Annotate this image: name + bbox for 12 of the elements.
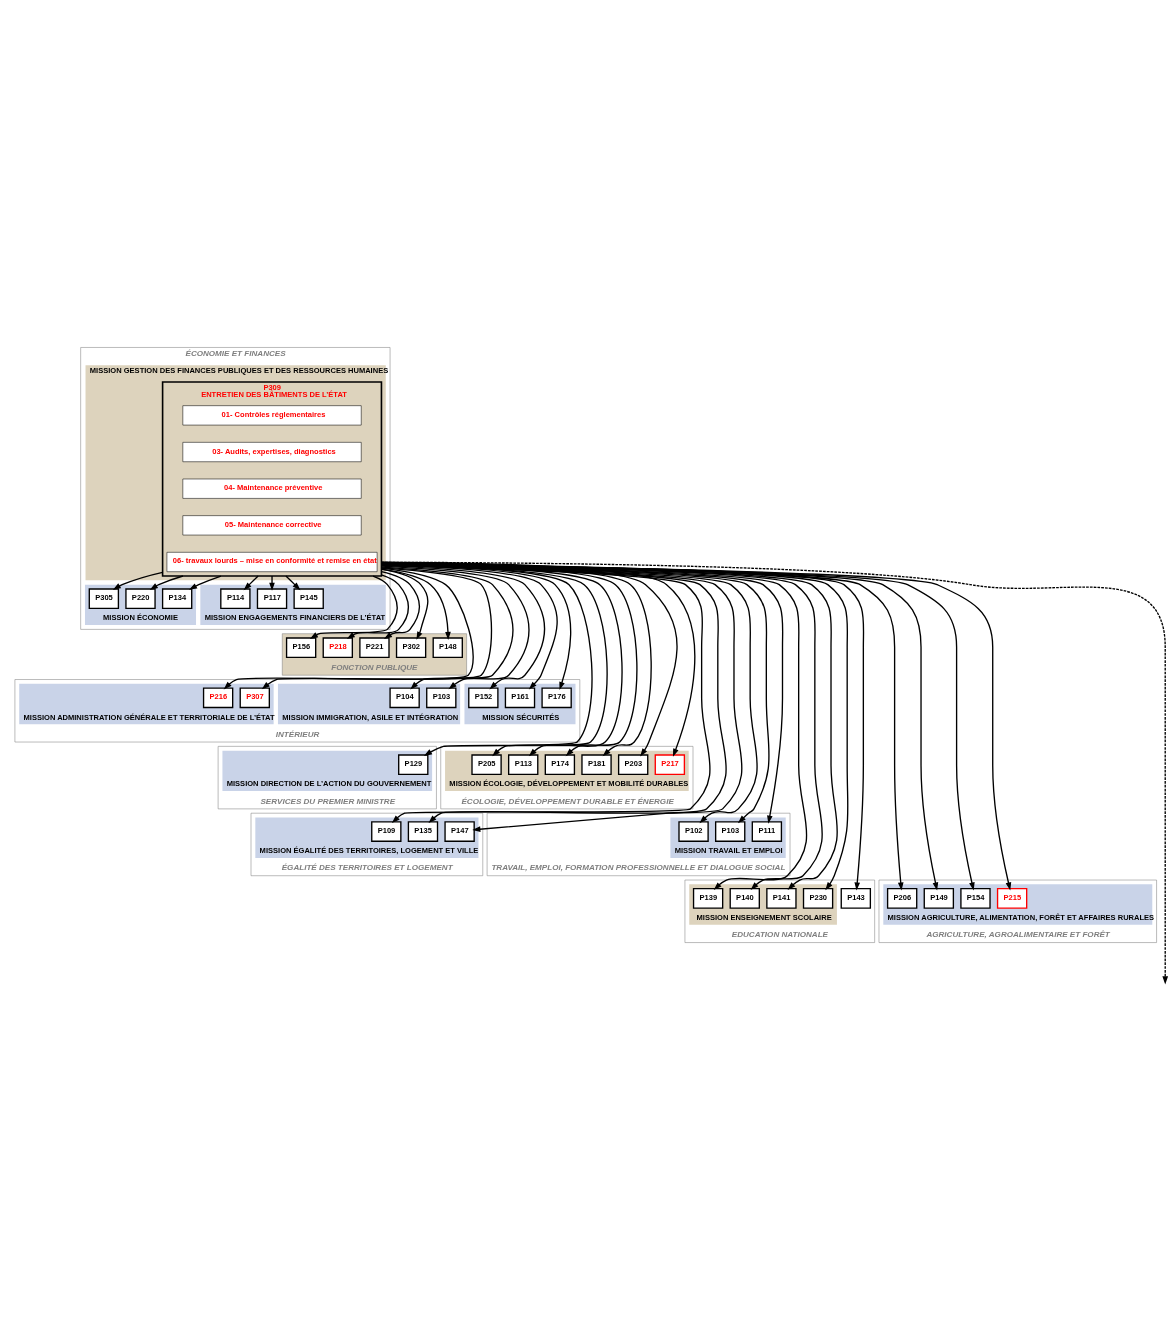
arrow — [261, 566, 493, 689]
arrow — [346, 573, 410, 639]
arrow — [269, 574, 275, 591]
arrow — [380, 567, 451, 640]
arrow — [380, 567, 429, 640]
arrow — [380, 561, 1168, 984]
arrow — [189, 574, 222, 590]
arrow — [380, 570, 421, 639]
arrow — [112, 571, 164, 590]
arrow — [309, 574, 398, 639]
arrow — [223, 566, 474, 689]
arrow — [149, 574, 184, 590]
